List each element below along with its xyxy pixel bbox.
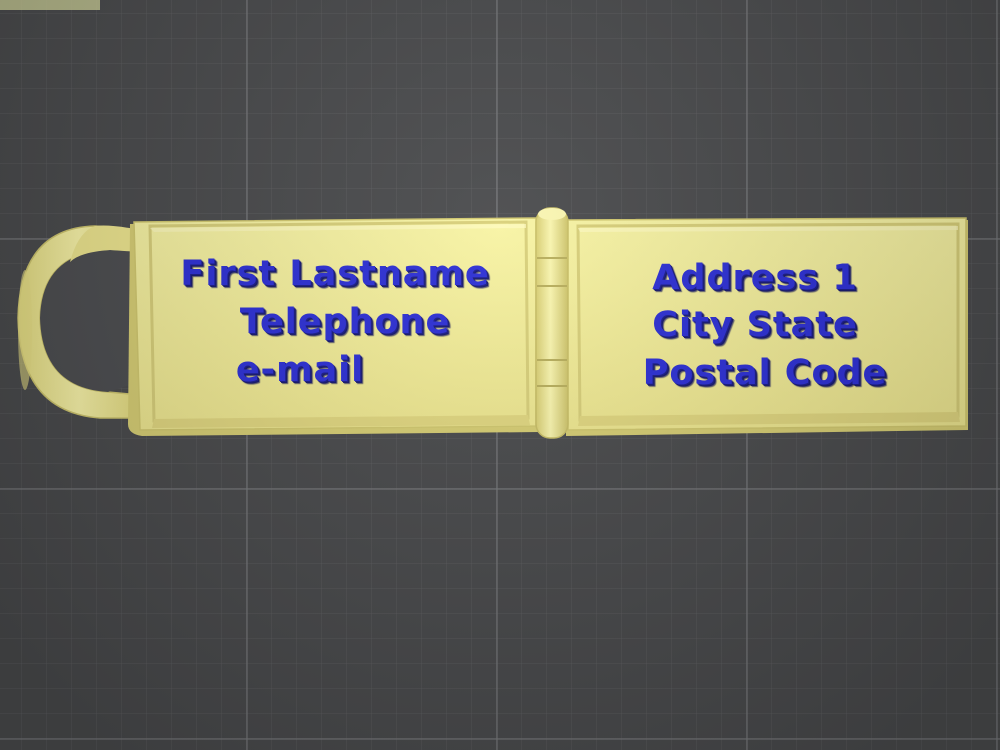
- postal-code-label: Postal Code: [642, 353, 888, 393]
- right-panel: [565, 217, 968, 436]
- adjacent-part-edge: [0, 0, 100, 10]
- left-panel: [128, 217, 540, 436]
- name-label: First Lastname: [180, 254, 490, 294]
- email-label: e-mail: [235, 350, 365, 390]
- city-state-label: City State: [652, 305, 858, 345]
- address-label: Address 1: [652, 258, 858, 298]
- left-panel-text: First Lastname Telephone e-mail: [150, 250, 520, 400]
- telephone-label: Telephone: [239, 302, 451, 342]
- right-panel-text: Address 1 City State Postal Code: [585, 250, 945, 400]
- strap-loop: [17, 225, 141, 419]
- hinge: [535, 207, 569, 439]
